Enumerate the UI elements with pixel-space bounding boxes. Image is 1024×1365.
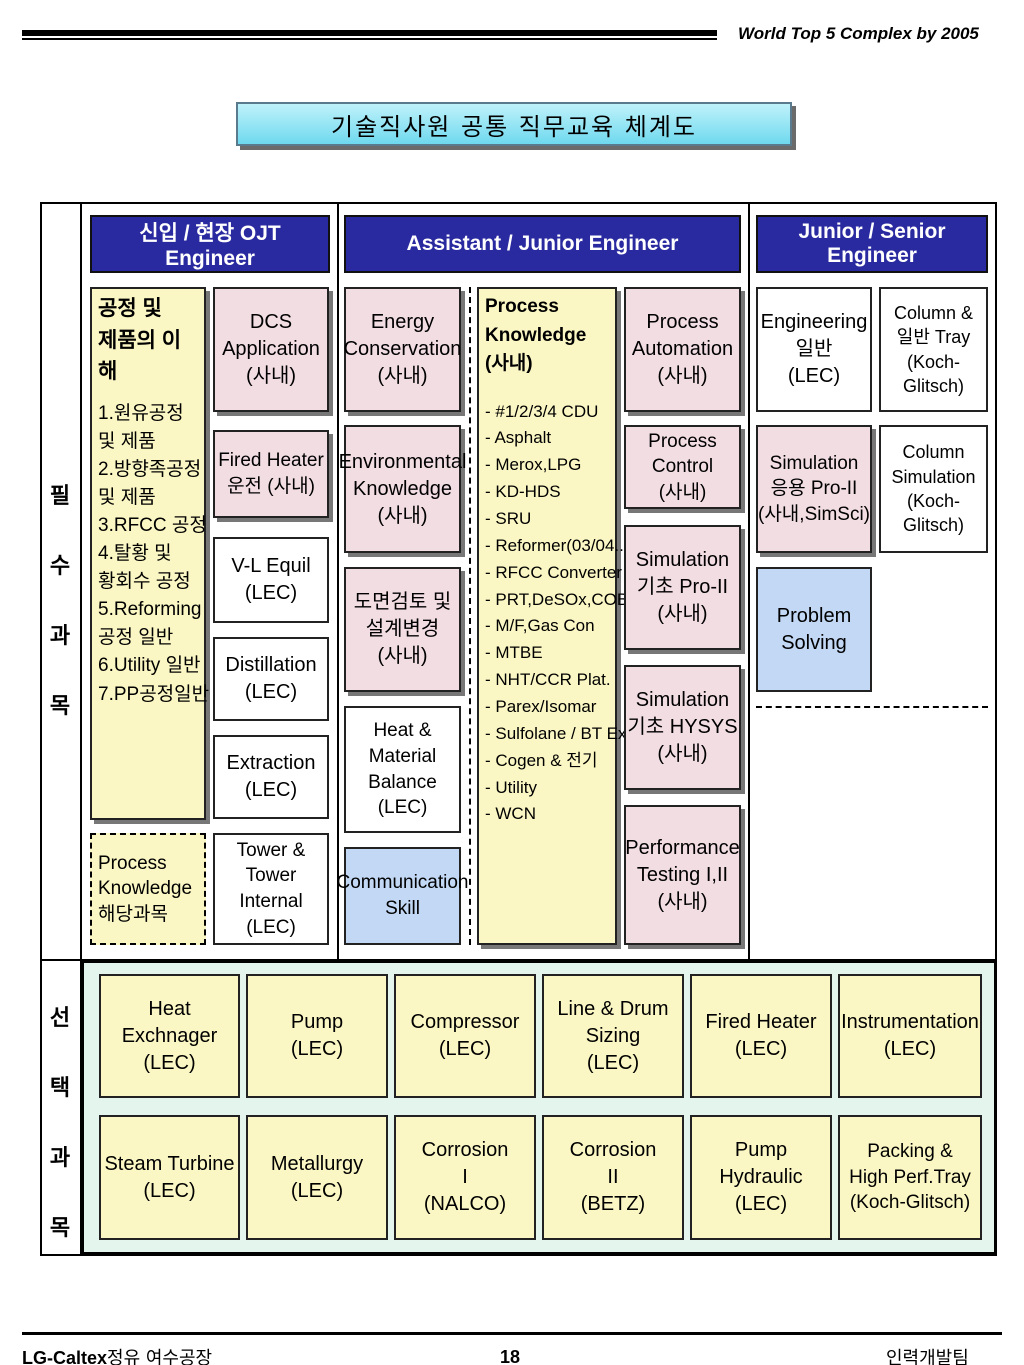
side-label-char: 수 [49, 554, 71, 579]
elective-pump-hydraulic: Pump Hydraulic (LEC) [690, 1115, 832, 1240]
process-knowledge-title: Process Knowledge (사내) [485, 296, 587, 374]
elective-compressor: Compressor (LEC) [394, 974, 536, 1098]
side-label-char: 선 [49, 1006, 71, 1031]
elective-corrosion-ii: Corrosion II (BETZ) [542, 1115, 684, 1240]
header-rule-thick [22, 30, 717, 36]
elective-instrumentation: Instrumentation (LEC) [838, 974, 982, 1098]
side-label-char: 택 [49, 1076, 71, 1101]
footer-company: LG-Caltex정유 여수공장 [22, 1344, 212, 1365]
course-simulation-pro-ii-applied: Simulation 응용 Pro-II (사내,SimSci) [756, 425, 872, 553]
list-item: - Sulfolane / BT Ext. [485, 723, 636, 743]
side-label-required: 필 수 과 목 [40, 478, 80, 720]
page-title: 기술직사원 공통 직무교육 체계도 [236, 102, 792, 146]
list-item: - WCN [485, 804, 536, 824]
list-item: - MTBE [485, 643, 543, 663]
footer-company-site: 정유 여수공장 [107, 1348, 213, 1365]
course-engineering-general: Engineering 일반 (LEC) [756, 287, 872, 412]
list-item: 및 제품 [98, 430, 156, 452]
dashed-connector-vertical [469, 287, 471, 945]
process-knowledge-note: Process Knowledge 해당과목 [90, 833, 206, 945]
dashed-connector-horizontal [756, 706, 988, 708]
list-item: - RFCC Converter [485, 562, 622, 582]
process-understanding-list: 1.원유공정 및 제품 2.방향족공정 및 제품 3.RFCC 공정 4.탈황 … [98, 400, 209, 709]
list-item: - SRU [485, 508, 532, 528]
process-knowledge-list: - #1/2/3/4 CDU - Asphalt - Merox,LPG - K… [485, 399, 636, 829]
list-item: - Asphalt [485, 428, 552, 448]
course-fired-heater-operation: Fired Heater 운전 (사내) [213, 430, 329, 518]
list-item: - Merox,LPG [485, 455, 582, 475]
column-header-assistant-junior: Assistant / Junior Engineer [344, 215, 741, 273]
course-extraction: Extraction (LEC) [213, 735, 329, 819]
list-item: 5.Reforming [98, 599, 202, 621]
header-rule-thin [22, 38, 717, 40]
list-item: 2.방향족공정 [98, 458, 202, 480]
course-simulation-hysys-basic: Simulation 기초 HYSYS (사내) [624, 665, 741, 790]
course-energy-conservation: Energy Conservation (사내) [344, 287, 461, 412]
course-column-simulation: Column Simulation (Koch-Glitsch) [879, 425, 988, 553]
process-understanding-box: 공정 및 제품의 이해 1.원유공정 및 제품 2.방향족공정 및 제품 3.R… [90, 287, 209, 820]
elective-steam-turbine: Steam Turbine (LEC) [99, 1115, 240, 1240]
list-item: 1.원유공정 [98, 402, 184, 424]
page-number: 18 [500, 1347, 521, 1365]
course-communication-skill: Communication Skill [337, 847, 469, 945]
list-item: - NHT/CCR Plat. [485, 670, 611, 690]
list-item: 7.PP공정일반 [98, 683, 210, 705]
course-process-automation: Process Automation (사내) [624, 287, 741, 412]
list-item: 황회수 공정 [98, 571, 191, 593]
course-heat-material-balance: Heat & Material Balance (LEC) [344, 706, 461, 833]
course-column-tray: Column & 일반 Tray (Koch-Glitsch) [879, 287, 988, 412]
column-divider-1 [337, 202, 339, 960]
elective-fired-heater: Fired Heater (LEC) [690, 974, 832, 1098]
list-item: 4.탈황 및 [98, 543, 172, 565]
side-label-elective: 선 택 과 목 [40, 1000, 80, 1242]
list-item: - Reformer(03/04...) [485, 535, 635, 555]
course-environmental-knowledge: Environmental Knowledge (사내) [339, 425, 466, 553]
list-item: - Cogen & 전기 [485, 750, 598, 770]
list-item: - M/F,Gas Con [485, 616, 595, 636]
list-item: - PRT,DeSOx,COB [485, 589, 629, 609]
diagram-frame [40, 202, 997, 1256]
elective-pump: Pump (LEC) [246, 974, 388, 1098]
course-process-control: Process Control (사내) [624, 425, 741, 509]
elective-heat-exchanger: Heat Exchnager (LEC) [99, 974, 240, 1098]
side-label-char: 과 [49, 1146, 71, 1171]
list-item: - #1/2/3/4 CDU [485, 401, 599, 421]
course-tower-internal: Tower & Tower Internal (LEC) [213, 833, 329, 945]
column-divider-2 [748, 202, 750, 960]
header-tagline: World Top 5 Complex by 2005 [738, 24, 979, 43]
footer-department: 인력개발팀 [886, 1348, 969, 1365]
list-item: - Utility [485, 777, 537, 797]
footer-company-name: LG-Caltex [22, 1348, 108, 1365]
elective-line-drum-sizing: Line & Drum Sizing (LEC) [542, 974, 684, 1098]
process-knowledge-box: Process Knowledge (사내) - #1/2/3/4 CDU - … [477, 287, 636, 945]
column-header-junior-senior: Junior / Senior Engineer [756, 215, 988, 273]
course-problem-solving: Problem Solving [756, 567, 872, 692]
section-divider [40, 959, 997, 961]
footer-rule [22, 1332, 1002, 1335]
side-label-char: 목 [49, 1216, 71, 1241]
elective-packing-tray: Packing & High Perf.Tray (Koch-Glitsch) [838, 1115, 982, 1240]
elective-metallurgy: Metallurgy (LEC) [246, 1115, 388, 1240]
side-label-char: 과 [49, 624, 71, 649]
course-distillation: Distillation (LEC) [213, 637, 329, 721]
column-header-ojt: 신입 / 현장 OJT Engineer [90, 215, 330, 273]
list-item: 3.RFCC 공정 [98, 514, 207, 536]
course-dcs-application: DCS Application (사내) [213, 287, 329, 412]
side-label-char: 필 [49, 484, 71, 509]
side-label-divider [80, 202, 82, 1256]
course-simulation-pro-ii-basic: Simulation 기초 Pro-II (사내) [624, 525, 741, 650]
list-item: - KD-HDS [485, 482, 561, 502]
list-item: - Parex/Isomar [485, 696, 597, 716]
course-vl-equil: V-L Equil (LEC) [213, 537, 329, 623]
course-performance-testing: Performance Testing I,II (사내) [624, 805, 741, 945]
course-drawing-review: 도면검토 및 설계변경 (사내) [344, 567, 461, 692]
list-item: 6.Utility 일반 [98, 655, 201, 677]
process-understanding-title: 공정 및 제품의 이해 [98, 297, 182, 383]
list-item: 및 제품 [98, 486, 156, 508]
list-item: 공정 일반 [98, 627, 174, 649]
elective-corrosion-i: Corrosion I (NALCO) [394, 1115, 536, 1240]
side-label-char: 목 [49, 694, 71, 719]
